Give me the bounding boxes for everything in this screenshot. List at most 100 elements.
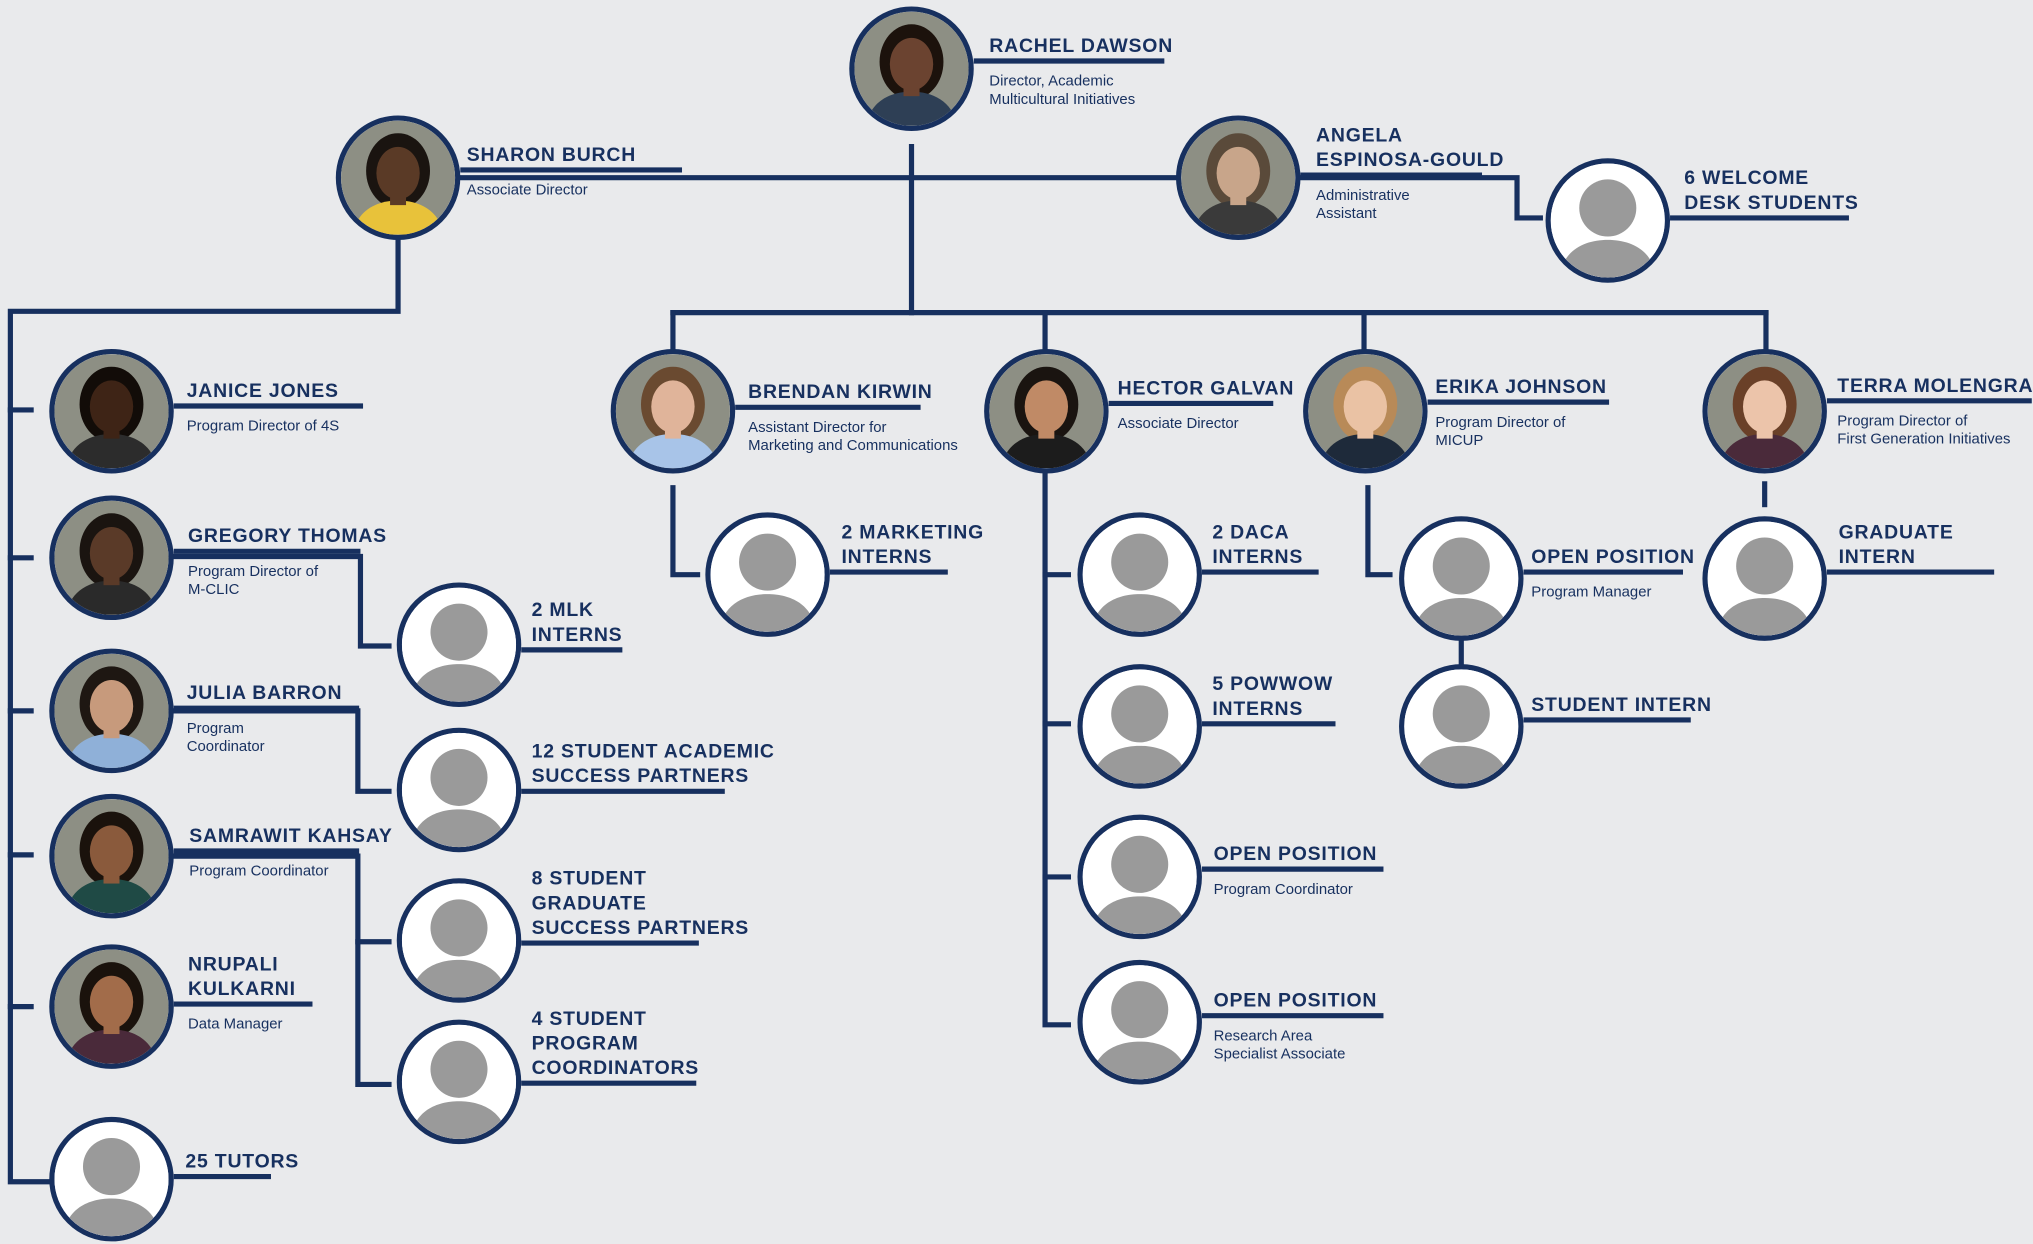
daca-avatar — [1077, 512, 1202, 637]
erika-avatar — [1303, 348, 1428, 474]
placeholder-person-icon — [1082, 819, 1197, 934]
name-line: OPEN POSITION — [1213, 843, 1378, 866]
role-line: Program Director of 4S — [186, 418, 340, 435]
role-line: Program Director of — [1435, 415, 1566, 431]
tutors-avatar — [49, 1116, 174, 1242]
samrawit-name: SAMRAWIT KAHSAY — [189, 824, 392, 849]
name-line: DESK STUDENTS — [1684, 191, 1859, 215]
terra-avatar — [1702, 348, 1827, 474]
placeholder-person-icon — [1082, 965, 1197, 1080]
name-line: ESPINOSA-GOULD — [1316, 149, 1505, 172]
connector-line — [7, 238, 401, 1185]
placeholder-person-icon — [401, 732, 517, 848]
person-portrait-icon — [854, 11, 969, 126]
name-line: OPEN POSITION — [1213, 989, 1378, 1012]
name-line: JANICE JONES — [186, 380, 339, 403]
connector-line — [670, 485, 701, 578]
name-line: TERRA MOLENGRAFF — [1837, 374, 2033, 397]
student-intern-avatar — [1399, 664, 1524, 789]
brendan-name: BRENDAN KIRWIN — [748, 380, 933, 405]
placeholder-person-icon — [1550, 163, 1665, 278]
samrawit-role: Program Coordinator — [189, 863, 328, 881]
name-line: GREGORY THOMAS — [188, 525, 387, 548]
gregory-avatar — [49, 495, 174, 621]
placeholder-person-icon — [401, 1024, 517, 1139]
powwow-avatar — [1077, 664, 1202, 789]
name-line: 6 WELCOME — [1684, 167, 1810, 190]
name-line: GRADUATE — [531, 892, 647, 915]
mlk-avatar — [396, 582, 522, 707]
name-line: 12 STUDENT ACADEMIC — [531, 740, 775, 763]
role-line: Assistant Director for — [748, 420, 887, 436]
name-line: KULKARNI — [188, 978, 296, 1001]
name-line: STUDENT INTERN — [1531, 694, 1712, 717]
name-line: SUCCESS PARTNERS — [531, 917, 750, 940]
role-line: Associate Director — [1117, 416, 1239, 432]
placeholder-person-icon — [401, 883, 517, 998]
sasp-avatar — [396, 727, 522, 853]
role-line: Data Manager — [188, 1017, 283, 1033]
name-line: 5 POWWOW — [1212, 673, 1334, 696]
role-line: Program Manager — [1531, 585, 1652, 601]
brendan-avatar — [610, 348, 736, 474]
open-pm-role: Program Manager — [1531, 584, 1651, 602]
tutors-name: 25 TUTORS — [185, 1149, 299, 1174]
janice-avatar — [49, 348, 174, 474]
placeholder-person-icon — [54, 1122, 169, 1237]
spc-avatar — [396, 1019, 522, 1145]
role-line: First Generation Initiatives — [1837, 431, 2011, 448]
name-line: 4 STUDENT — [531, 1007, 647, 1030]
person-portrait-icon — [54, 949, 169, 1064]
role-line: Program Director of — [1837, 413, 1968, 430]
janice-role: Program Director of 4S — [187, 418, 339, 436]
connector-line — [1365, 485, 1393, 578]
name-line: SUCCESS PARTNERS — [531, 765, 750, 788]
sharon-avatar — [335, 115, 461, 240]
janice-name: JANICE JONES — [187, 379, 339, 404]
name-line: RACHEL DAWSON — [989, 35, 1174, 58]
placeholder-person-icon — [1404, 669, 1519, 784]
name-line: BRENDAN KIRWIN — [748, 381, 933, 404]
name-line: SAMRAWIT KAHSAY — [189, 825, 393, 848]
person-portrait-icon — [1181, 120, 1296, 235]
name-line: PROGRAM — [531, 1032, 639, 1055]
terra-name: TERRA MOLENGRAFF — [1837, 374, 2033, 399]
person-portrait-icon — [341, 120, 456, 235]
placeholder-person-icon — [1404, 521, 1519, 636]
connector-line — [171, 853, 392, 1088]
name-line: INTERNS — [531, 623, 623, 647]
hector-name: HECTOR GALVAN — [1118, 376, 1295, 401]
person-portrait-icon — [615, 354, 730, 469]
open-pc-role: Program Coordinator — [1214, 881, 1353, 899]
person-portrait-icon — [54, 500, 169, 615]
erika-name: ERIKA JOHNSON — [1435, 375, 1606, 400]
nrupali-avatar — [49, 944, 174, 1069]
name-line: ANGELA — [1316, 124, 1403, 147]
marketing-avatar — [705, 512, 830, 637]
open-pc-name: OPEN POSITION — [1214, 842, 1378, 867]
hector-avatar — [984, 348, 1109, 474]
welcome-avatar — [1545, 158, 1671, 283]
open-rasa-avatar — [1077, 959, 1202, 1085]
placeholder-person-icon — [401, 587, 517, 702]
role-line: Administrative — [1316, 188, 1410, 204]
role-line: Director, Academic — [989, 73, 1114, 90]
angela-avatar — [1176, 115, 1301, 240]
role-line: Associate Director — [466, 182, 588, 199]
name-line: 2 MARKETING — [841, 521, 985, 544]
